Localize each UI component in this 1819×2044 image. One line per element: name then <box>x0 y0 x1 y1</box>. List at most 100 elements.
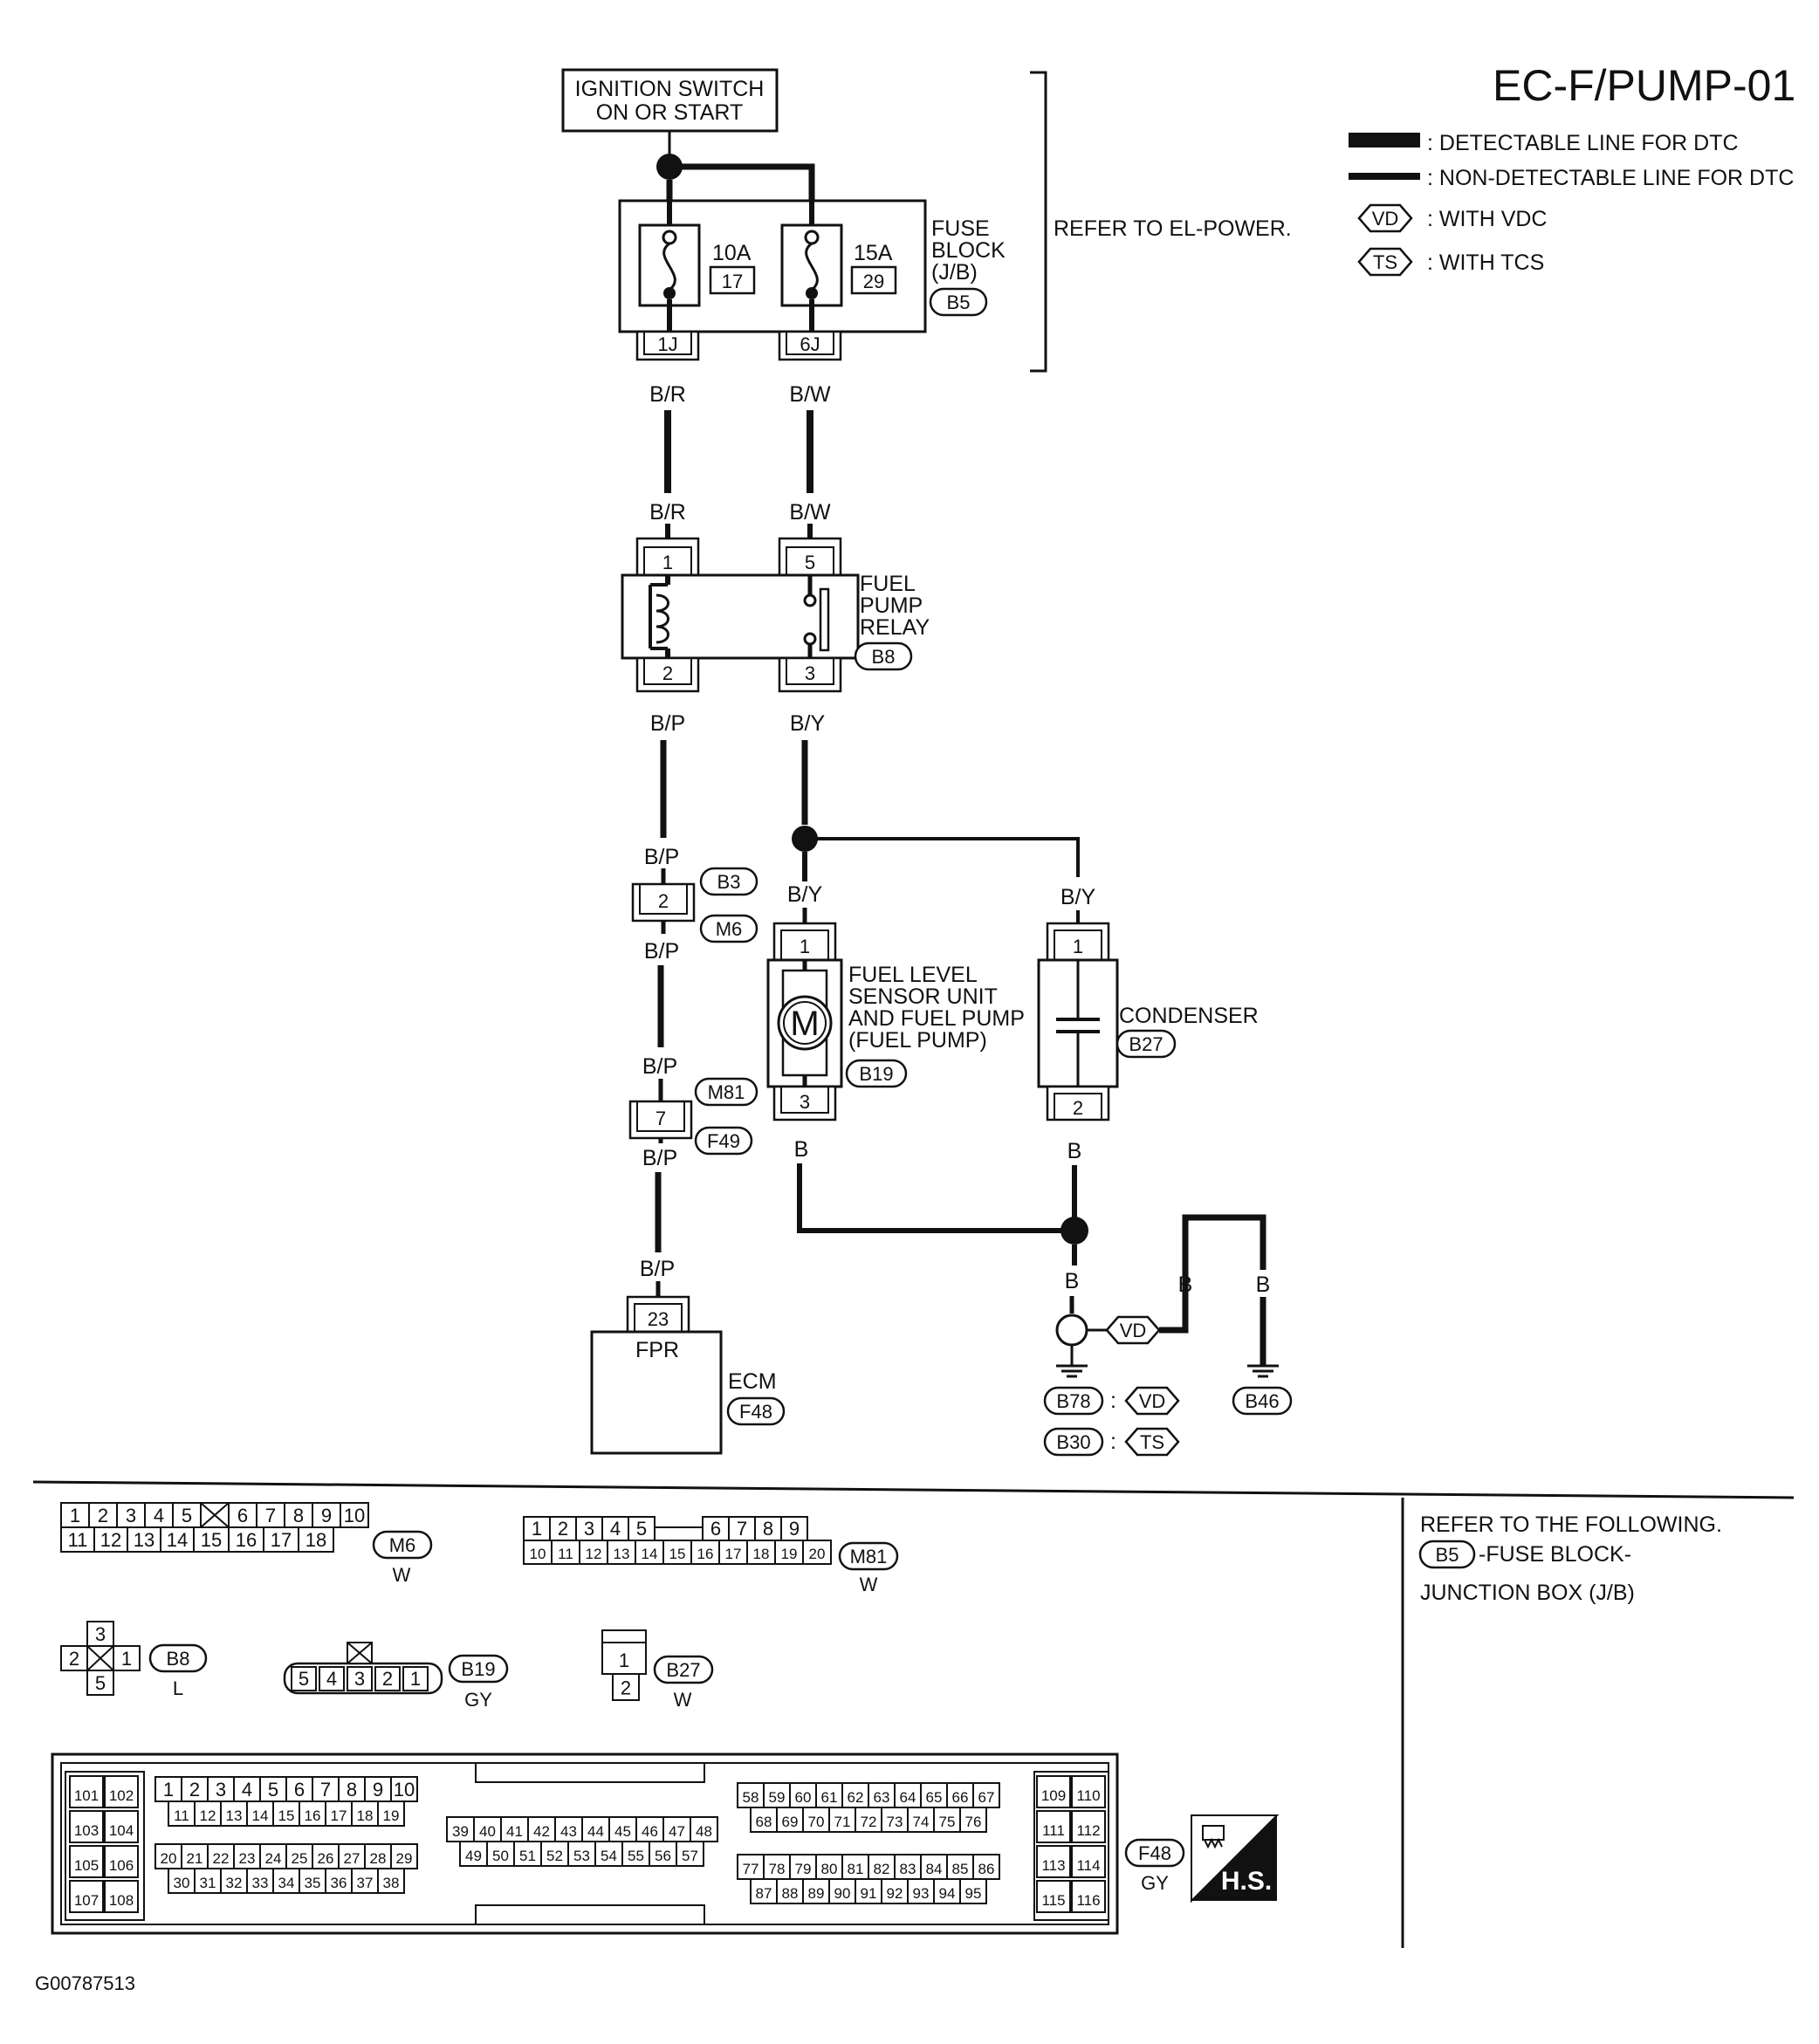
connector-pin: 2 <box>189 1779 200 1801</box>
connector-pin: 112 <box>1076 1822 1100 1839</box>
wire-label: B/W <box>789 500 831 525</box>
wire-label: B/P <box>650 711 685 736</box>
connector-pin: 44 <box>587 1823 604 1840</box>
connector-pin: 63 <box>874 1789 890 1806</box>
connector-pin: 3 <box>584 1518 594 1540</box>
joint-connector-m81-f49: 7 M81 F49 <box>628 1077 758 1156</box>
condenser-connector: B27 <box>1129 1033 1163 1055</box>
connector-pin: 93 <box>913 1885 930 1902</box>
connector-pin: 26 <box>318 1850 334 1867</box>
connector-pin: 1 <box>70 1505 80 1526</box>
fuse-b-number: 29 <box>863 271 884 292</box>
connector-pin: 2 <box>621 1677 631 1698</box>
connector-color: W <box>393 1564 411 1586</box>
connector-pin: 11 <box>174 1807 189 1824</box>
refer-el-power: REFER TO EL-POWER. <box>1054 216 1292 241</box>
connector-pin: 1 <box>619 1650 629 1671</box>
refer-following: REFER TO THE FOLLOWING. <box>1420 1512 1722 1537</box>
refer-bracket <box>1030 71 1047 373</box>
svg-text:2: 2 <box>1073 1097 1083 1119</box>
connector-pin: 108 <box>109 1892 134 1909</box>
connector-pin: 15 <box>669 1546 686 1562</box>
wire-label: B/R <box>649 500 686 525</box>
svg-text:B46: B46 <box>1245 1390 1279 1412</box>
svg-text:M6: M6 <box>716 918 743 940</box>
connector-pin: 12 <box>100 1529 121 1551</box>
svg-text:1: 1 <box>662 552 673 573</box>
connector-color: L <box>173 1677 183 1699</box>
connector-pin: 84 <box>926 1861 943 1877</box>
wire-label: B/Y <box>787 882 823 907</box>
svg-text:IGNITION SWITCH: IGNITION SWITCH <box>575 77 765 101</box>
wire-label: B <box>1065 1269 1080 1293</box>
svg-text:-FUSE BLOCK-: -FUSE BLOCK- <box>1479 1542 1631 1567</box>
connector-pin: 18 <box>357 1807 374 1824</box>
svg-text:B78: B78 <box>1056 1390 1090 1412</box>
connector-pin: 55 <box>628 1848 644 1864</box>
connector-pin: 9 <box>321 1505 332 1526</box>
ground-terminal <box>1055 1314 1088 1347</box>
connector-pin: 9 <box>789 1518 800 1540</box>
connector-pin: 79 <box>795 1861 812 1877</box>
connector-pin: 32 <box>226 1875 243 1891</box>
connector-pin: 88 <box>782 1885 799 1902</box>
connector-pin: 22 <box>213 1850 230 1867</box>
svg-text:M81: M81 <box>708 1081 745 1103</box>
connector-pin: 1 <box>410 1668 421 1690</box>
connector-pin: 2 <box>382 1668 393 1690</box>
svg-text:1: 1 <box>800 936 810 957</box>
connector-pin: 14 <box>642 1546 658 1562</box>
connector-pin: 94 <box>939 1885 956 1902</box>
connector-pin: 1 <box>121 1648 132 1670</box>
connector-pin: 17 <box>331 1807 347 1824</box>
connector-pin: 73 <box>887 1814 903 1830</box>
connector-pin: 49 <box>465 1848 482 1864</box>
connector-pin: 8 <box>293 1505 304 1526</box>
ground-b30 <box>1043 1427 1104 1457</box>
connector-pin: 106 <box>109 1857 134 1874</box>
svg-text:B3: B3 <box>717 871 741 893</box>
svg-text:RELAY: RELAY <box>860 615 930 640</box>
connector-pin: 13 <box>226 1807 243 1824</box>
connector-pin: 103 <box>74 1822 99 1839</box>
vd-tag <box>1124 1386 1180 1416</box>
svg-text::: : <box>1110 1430 1116 1454</box>
connector-pin: 10 <box>394 1779 415 1801</box>
ground-b78 <box>1043 1386 1104 1416</box>
connector-pin: 5 <box>268 1779 278 1801</box>
connector-pin: 76 <box>965 1814 982 1830</box>
connector-pin: 20 <box>161 1850 177 1867</box>
connector-pin: 77 <box>743 1861 759 1877</box>
refer-connector-b5 <box>1418 1540 1476 1569</box>
connector-pin: 43 <box>560 1823 577 1840</box>
connector-pin: 6 <box>237 1505 248 1526</box>
connector-pin: 111 <box>1042 1822 1065 1839</box>
connector-pin: 24 <box>265 1850 282 1867</box>
connector-pin: 113 <box>1041 1857 1065 1874</box>
connector-pin: 14 <box>167 1529 188 1551</box>
svg-text:5: 5 <box>805 552 815 573</box>
ecm: 23 FPR ECM F48 <box>590 1295 786 1455</box>
connector-pin: 110 <box>1076 1787 1100 1804</box>
svg-text:FUSE: FUSE <box>931 216 990 241</box>
connector-pin: 62 <box>848 1789 864 1806</box>
svg-text:2: 2 <box>662 662 673 684</box>
fuel-pump-relay: 1 5 2 3 FUEL PUMP RELAY B8 <box>621 537 930 693</box>
connector-pin: 36 <box>331 1875 347 1891</box>
connector-pin: 10 <box>344 1505 365 1526</box>
connector-pin: 91 <box>861 1885 877 1902</box>
ground-b46 <box>1232 1386 1293 1416</box>
connector-pin: 81 <box>848 1861 864 1877</box>
fuel-pump: 1 M 3 FUEL LEVEL SENSOR UNIT AND FUEL PU… <box>766 922 1025 1121</box>
connector-pin: 21 <box>187 1850 203 1867</box>
connector-pin: 90 <box>834 1885 851 1902</box>
svg-text:FUEL LEVEL: FUEL LEVEL <box>848 963 978 987</box>
connector-pin: 67 <box>978 1789 995 1806</box>
connector-pin: 12 <box>200 1807 216 1824</box>
connector-pin: 107 <box>74 1892 99 1909</box>
connector-pin: 60 <box>795 1789 812 1806</box>
ignition-switch: IGNITION SWITCH ON OR START <box>561 68 779 133</box>
